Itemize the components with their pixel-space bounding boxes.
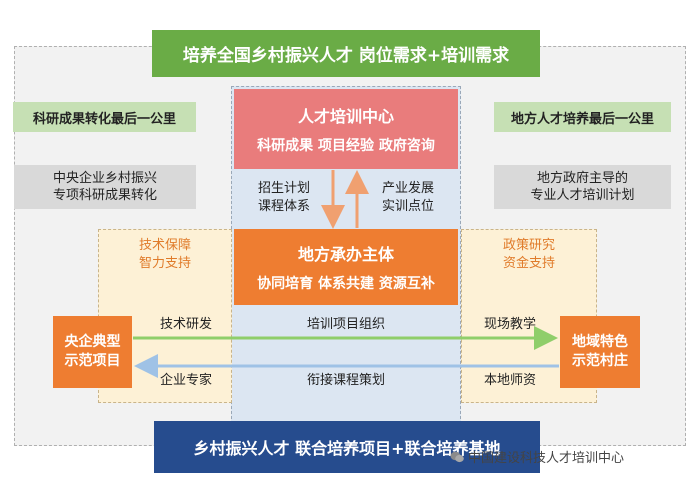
talent-training-center-box: 人才培训中心 科研成果 项目经验 政府咨询	[234, 89, 458, 169]
flow-label-training-org: 培训项目组织	[306, 317, 385, 332]
left-support-line-2: 智力支持	[138, 256, 191, 271]
flow-label-enterprise-experts: 企业专家	[159, 373, 212, 388]
regional-village-box: 地域特色示范村庄	[560, 316, 640, 388]
between-left-labels: 招生计划 课程体系	[244, 180, 324, 216]
between-left-line-1: 招生计划	[257, 181, 310, 196]
bottom-banner: 乡村振兴人才 联合培养项目+联合培养基地	[154, 421, 540, 473]
left-grey-line-1: 中央企业乡村振兴	[52, 171, 157, 186]
flow-label-local-teachers: 本地师资	[483, 373, 536, 388]
between-right-labels: 产业发展 实训点位	[368, 180, 448, 216]
top-banner: 培养全国乡村振兴人才 岗位需求+培训需求	[152, 30, 540, 77]
right-support-labels: 政策研究 资金支持	[474, 237, 584, 273]
soe-demo-line-1: 央企典型	[64, 334, 121, 350]
regional-village-line-1: 地域特色	[572, 334, 628, 350]
left-support-line-1: 技术保障	[138, 238, 191, 253]
soe-demo-project-box: 央企典型示范项目	[53, 316, 132, 388]
local-host-subtitle: 协同培育 体系共建 资源互补	[257, 276, 435, 292]
between-right-line-1: 产业发展	[381, 181, 434, 196]
local-host-box: 地方承办主体 协同培育 体系共建 资源互补	[234, 229, 458, 305]
between-left-line-2: 课程体系	[257, 199, 310, 214]
watermark-text: 中国建设科技人才培训中心	[468, 451, 625, 466]
right-green-label: 地方人才培养最后一公里	[494, 102, 671, 132]
soe-demo-line-2: 示范项目	[64, 353, 121, 369]
watermark: 中国建设科技人才培训中心	[450, 447, 624, 466]
talent-center-subtitle: 科研成果 项目经验 政府咨询	[257, 138, 435, 154]
talent-center-title: 人才培训中心	[297, 107, 394, 126]
regional-village-line-2: 示范村庄	[572, 353, 628, 369]
flow-label-field-teaching: 现场教学	[483, 317, 536, 332]
left-grey-line-2: 专项科研成果转化	[52, 188, 157, 203]
wechat-icon	[450, 451, 464, 463]
right-support-line-1: 政策研究	[502, 238, 555, 253]
right-grey-line-2: 专业人才培训计划	[530, 188, 635, 203]
left-green-label: 科研成果转化最后一公里	[13, 102, 196, 132]
between-right-line-2: 实训点位	[381, 199, 434, 214]
left-grey-box: 中央企业乡村振兴专项科研成果转化	[14, 165, 196, 209]
local-host-title: 地方承办主体	[297, 245, 394, 264]
right-grey-line-1: 地方政府主导的	[536, 171, 628, 186]
flow-label-tech-rd: 技术研发	[159, 317, 212, 332]
right-support-line-2: 资金支持	[502, 256, 555, 271]
left-support-labels: 技术保障 智力支持	[110, 237, 220, 273]
right-grey-box: 地方政府主导的专业人才培训计划	[494, 165, 671, 209]
flow-label-course-planning: 衔接课程策划	[306, 373, 385, 388]
